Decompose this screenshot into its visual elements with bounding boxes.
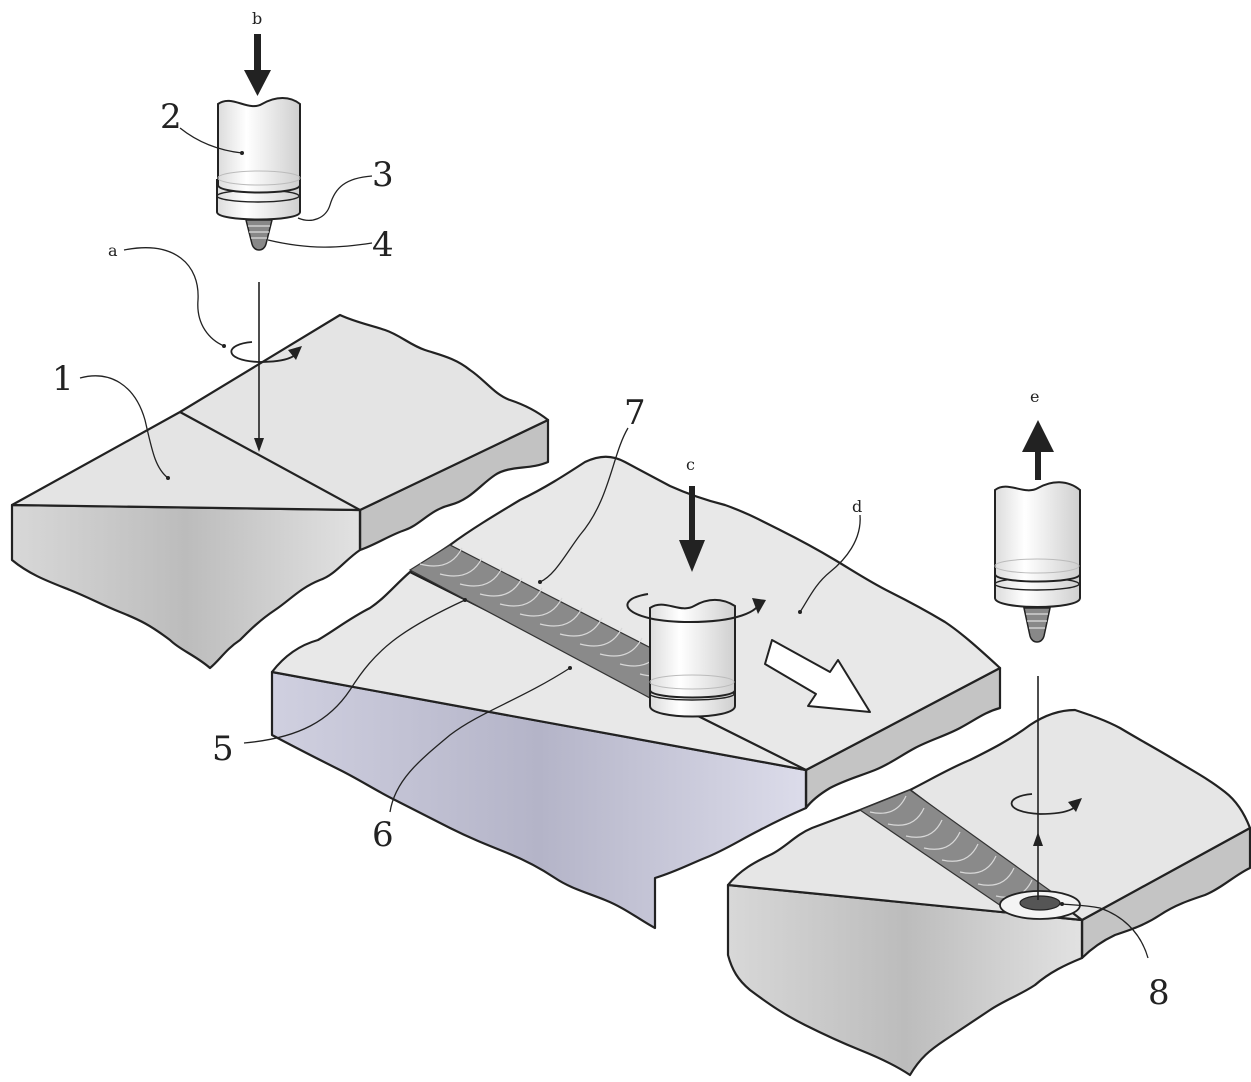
tool-descending-body bbox=[217, 97, 301, 194]
label-b: b bbox=[252, 9, 262, 28]
tool-retracting-pin bbox=[1023, 607, 1051, 643]
lift-arrow-e bbox=[1022, 420, 1054, 480]
leader-lines bbox=[79, 127, 1149, 959]
leader-7 bbox=[539, 427, 629, 583]
leader-3 bbox=[297, 175, 373, 221]
leader-a bbox=[123, 247, 225, 347]
tool-descending-pin bbox=[245, 219, 273, 251]
plate-right bbox=[726, 708, 1251, 1077]
plate-middle-side-front bbox=[270, 670, 808, 930]
plate-left-side-front bbox=[10, 503, 362, 670]
tool-retracting bbox=[994, 481, 1081, 643]
label-d: d bbox=[852, 497, 862, 516]
label-8: 8 bbox=[1148, 973, 1170, 1013]
weld-ripples-right bbox=[869, 795, 1033, 898]
force-arrow-b bbox=[244, 34, 271, 96]
plate-right-side-right bbox=[1080, 826, 1251, 960]
label-e: e bbox=[1030, 387, 1039, 406]
tool-traversing-body bbox=[649, 599, 736, 699]
plunge-axis-left bbox=[230, 282, 302, 452]
label-2: 2 bbox=[160, 97, 182, 137]
label-4: 4 bbox=[372, 225, 394, 265]
plate-left bbox=[10, 313, 550, 670]
plate-left-top bbox=[10, 313, 550, 512]
exit-hole-inner bbox=[1019, 895, 1061, 911]
leader-6 bbox=[389, 667, 571, 813]
plate-right-side-front bbox=[726, 883, 1084, 1077]
leader-2 bbox=[179, 127, 243, 154]
tool-retracting-body bbox=[994, 481, 1081, 583]
force-arrow-c bbox=[679, 486, 705, 572]
traverse-arrow-d bbox=[764, 639, 871, 713]
plate-left-seam bbox=[179, 411, 362, 550]
label-c: c bbox=[686, 455, 695, 474]
plate-left-side-right bbox=[358, 418, 550, 552]
label-3: 3 bbox=[372, 155, 394, 195]
plate-middle-side-right bbox=[804, 666, 1002, 810]
leader-d bbox=[799, 514, 861, 613]
rotation-arrow-c bbox=[626, 593, 761, 624]
label-a: a bbox=[108, 241, 118, 260]
plate-right-top bbox=[726, 708, 1251, 922]
leader-4 bbox=[267, 239, 373, 248]
tool-descending bbox=[216, 97, 301, 251]
label-5: 5 bbox=[212, 729, 234, 769]
weld-ripples-middle bbox=[419, 547, 683, 677]
label-1: 1 bbox=[52, 359, 74, 399]
retract-axis-right bbox=[1010, 676, 1082, 900]
leader-8 bbox=[1061, 903, 1149, 959]
label-6: 6 bbox=[372, 815, 394, 855]
label-7: 7 bbox=[624, 393, 646, 433]
tool-traversing bbox=[626, 593, 766, 718]
leader-1 bbox=[79, 375, 169, 479]
leader-5 bbox=[243, 599, 466, 744]
